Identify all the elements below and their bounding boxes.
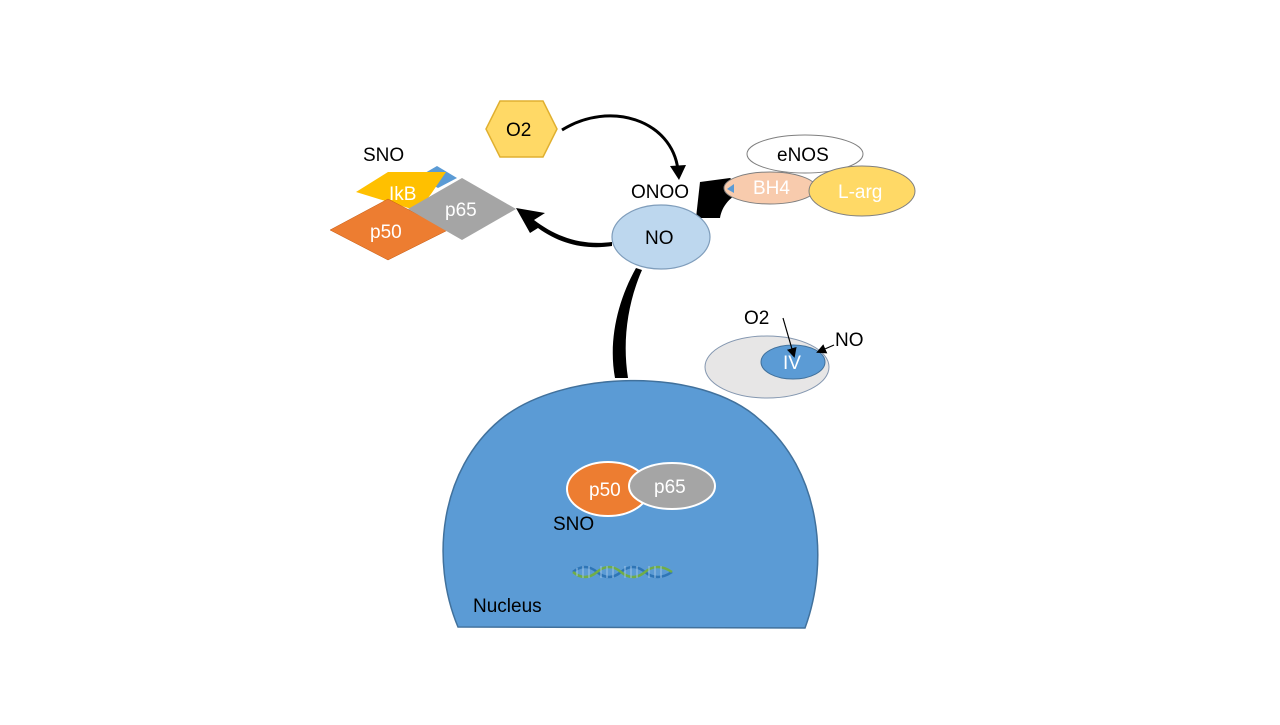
nitric-oxide-node: NO <box>611 204 711 270</box>
sno-top-label: SNO <box>363 145 404 166</box>
no-to-nfkb-arrow <box>516 208 612 248</box>
no-mito-label: NO <box>835 330 864 351</box>
svg-text:p50: p50 <box>370 222 402 243</box>
o2-to-onoo-arrow <box>561 114 680 171</box>
bh4-node: BH4 <box>723 171 817 205</box>
o2-mito-label: O2 <box>744 308 769 329</box>
no-to-iv-arrow <box>816 344 835 354</box>
svg-text:p50: p50 <box>589 480 621 501</box>
nuclear-p50: p50 <box>566 461 650 517</box>
nuclear-p65: p65 <box>628 462 716 510</box>
bh4-small-triangle-icon <box>727 184 734 193</box>
o2-to-iv-arrow <box>782 317 797 358</box>
svg-text:BH4: BH4 <box>753 178 790 199</box>
svg-text:IV: IV <box>783 353 801 374</box>
svg-text:eNOS: eNOS <box>777 145 829 166</box>
svg-text:L-arg: L-arg <box>838 182 882 203</box>
onoo-label: ONOO <box>631 182 689 203</box>
o2-hexagon: O2 <box>485 100 558 158</box>
p65-diamond-top: p65 <box>408 178 516 240</box>
svg-text:p65: p65 <box>654 477 686 498</box>
nuclear-sno-label: SNO <box>553 514 594 535</box>
complex-iv-node: IV <box>760 344 826 380</box>
svg-text:NO: NO <box>645 228 674 249</box>
svg-text:IkB: IkB <box>389 184 416 205</box>
nucleus-label: Nucleus <box>473 596 542 617</box>
enos-node: eNOS <box>746 134 864 174</box>
svg-text:p65: p65 <box>445 200 477 221</box>
no-to-nucleus-connector <box>612 268 642 378</box>
svg-text:O2: O2 <box>506 120 531 141</box>
dna-helix-icon <box>572 565 673 579</box>
l-arginine-node: L-arg <box>808 165 916 217</box>
